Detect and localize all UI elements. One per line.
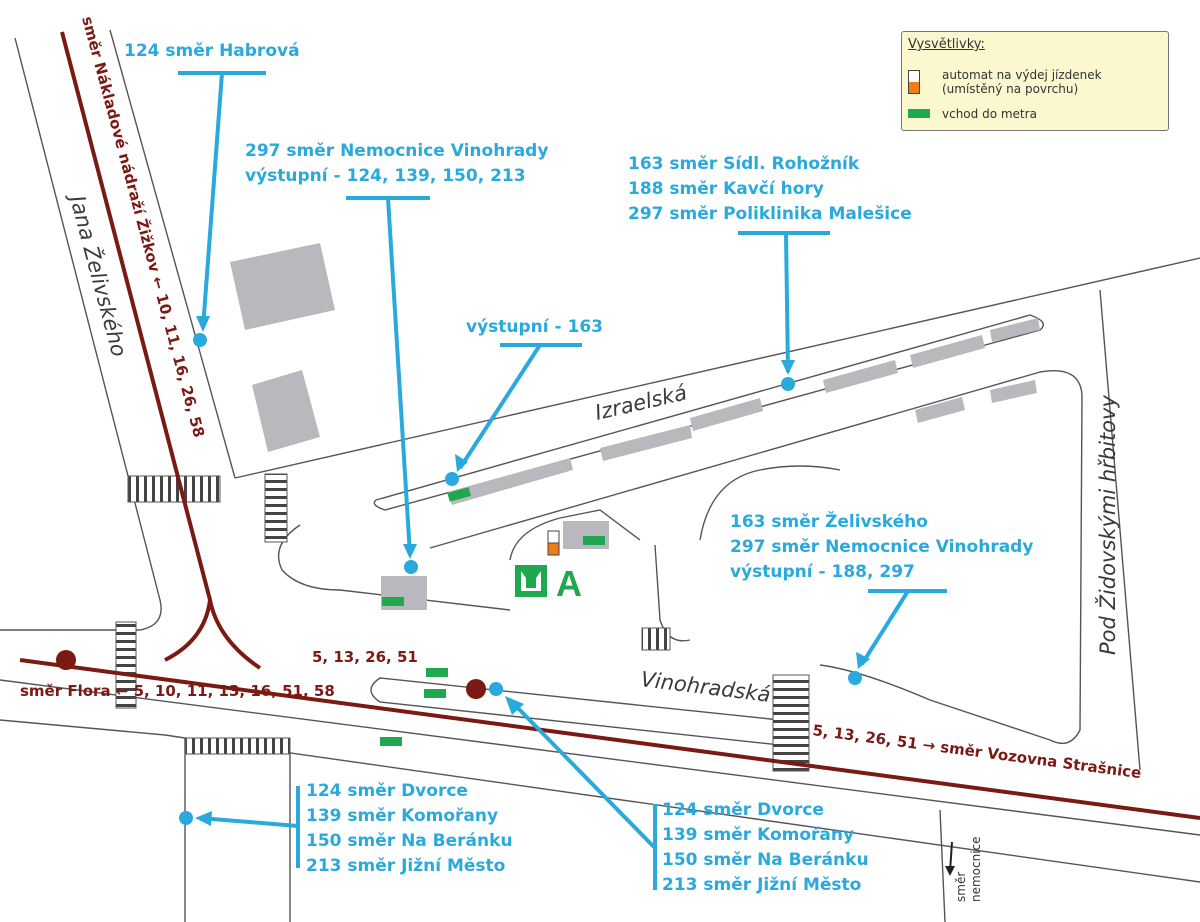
bus-left-list-3: 150 směr Na Beránku <box>306 831 513 851</box>
street-jana-zelivskeho: Jana Želivského <box>64 189 132 359</box>
corner-note-line1: směr <box>954 872 968 902</box>
bus-left-list-1: 124 směr Dvorce <box>306 781 468 801</box>
bus-right-list-3: 150 směr Na Beránku <box>662 850 869 870</box>
bus-right-list-2: 139 směr Komořany <box>662 825 854 845</box>
legend-ticket-machine-swatch <box>908 70 920 94</box>
bus-label-malesice: 297 směr Poliklinika Malešice <box>628 204 912 224</box>
tram-lines <box>19 31 1200 820</box>
street-vinohradska: Vinohradská <box>639 667 771 707</box>
corner-note-arrowhead <box>945 866 955 876</box>
bus-label-nemocnice-1: 297 směr Nemocnice Vinohrady <box>245 141 548 161</box>
tram-label-flora: směr Flora ← 5, 10, 11, 13, 16, 51, 58 <box>20 682 335 700</box>
bus-label-zelivskeho: 163 směr Želivského <box>730 510 928 532</box>
bus-label-vystupni188: výstupní - 188, 297 <box>730 562 915 582</box>
tram-stop-east <box>466 679 486 699</box>
street-izraelska: Izraelská <box>593 380 689 424</box>
bus-stops <box>179 333 862 825</box>
bus-right-list-4: 213 směr Jižní Město <box>662 875 861 895</box>
bus-left-list-2: 139 směr Komořany <box>306 806 498 826</box>
bus-label-habrova: 124 směr Habrová <box>124 41 300 61</box>
bus-label-rohoznik: 163 směr Sídl. Rohožník <box>628 154 860 174</box>
legend: Vysvětlivky: automat na výdej jízdenek (… <box>901 31 1169 131</box>
metro-logo <box>515 565 547 597</box>
legend-title: Vysvětlivky: <box>908 37 985 52</box>
ticket-machine <box>547 530 560 556</box>
bus-right-list-1: 124 směr Dvorce <box>662 800 824 820</box>
tram-label-top-lines: 5, 13, 26, 51 <box>312 648 418 666</box>
legend-ticket-machine-line2: (umístěný na povrchu) <box>942 82 1079 96</box>
metro-line-letter: A <box>556 563 582 604</box>
legend-ticket-machine-line1: automat na výdej jízdenek <box>942 68 1102 82</box>
bus-label-nemocnice-2: výstupní - 124, 139, 150, 213 <box>245 166 526 186</box>
bus-label-kavci: 188 směr Kavčí hory <box>628 179 824 199</box>
corner-note-line2: nemocnice <box>969 836 983 902</box>
platforms <box>448 318 1040 505</box>
bus-label-nemocnice-3: 297 směr Nemocnice Vinohrady <box>730 537 1033 557</box>
crosswalks <box>115 473 810 772</box>
bus-arrows <box>178 71 947 890</box>
metro-entrances <box>380 487 605 746</box>
legend-metro-swatch <box>908 109 930 118</box>
tram-stop-west <box>56 650 76 670</box>
bus-label-vystupni163: výstupní - 163 <box>466 317 603 337</box>
street-pod-zidovskymi-hrbitovy: Pod Židovskými hřbitovy <box>1095 395 1120 655</box>
legend-metro-entrance: vchod do metra <box>942 107 1037 121</box>
bus-left-list-4: 213 směr Jižní Město <box>306 856 505 876</box>
